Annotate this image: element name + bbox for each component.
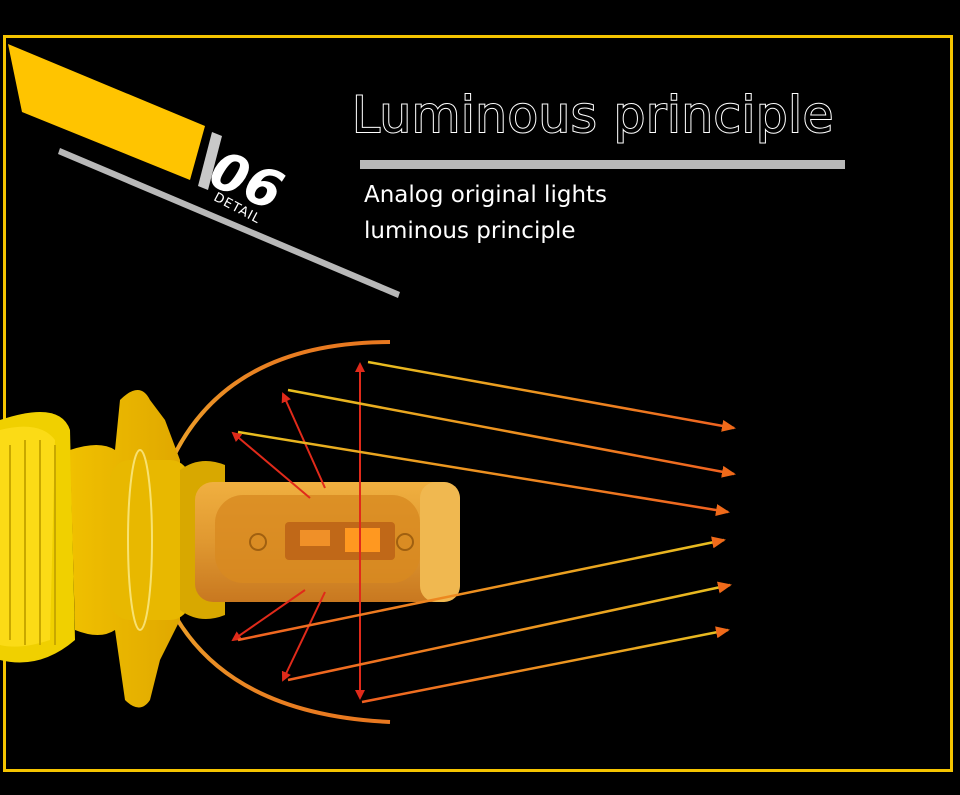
badge-slash [198,132,222,190]
heat-sink [0,412,75,663]
reflected-rays [237,360,736,704]
title-underline [360,160,845,169]
subtitle-line-1: Analog original lights [364,182,608,208]
red-arrows [231,362,365,700]
subtitle-line-2: luminous principle [364,218,576,244]
page-title: Luminous principle [351,85,834,145]
badge-diagonal-line [58,148,400,298]
badge-yellow-tab [8,44,205,180]
yellow-frame [3,35,953,772]
led-tube [195,482,460,602]
